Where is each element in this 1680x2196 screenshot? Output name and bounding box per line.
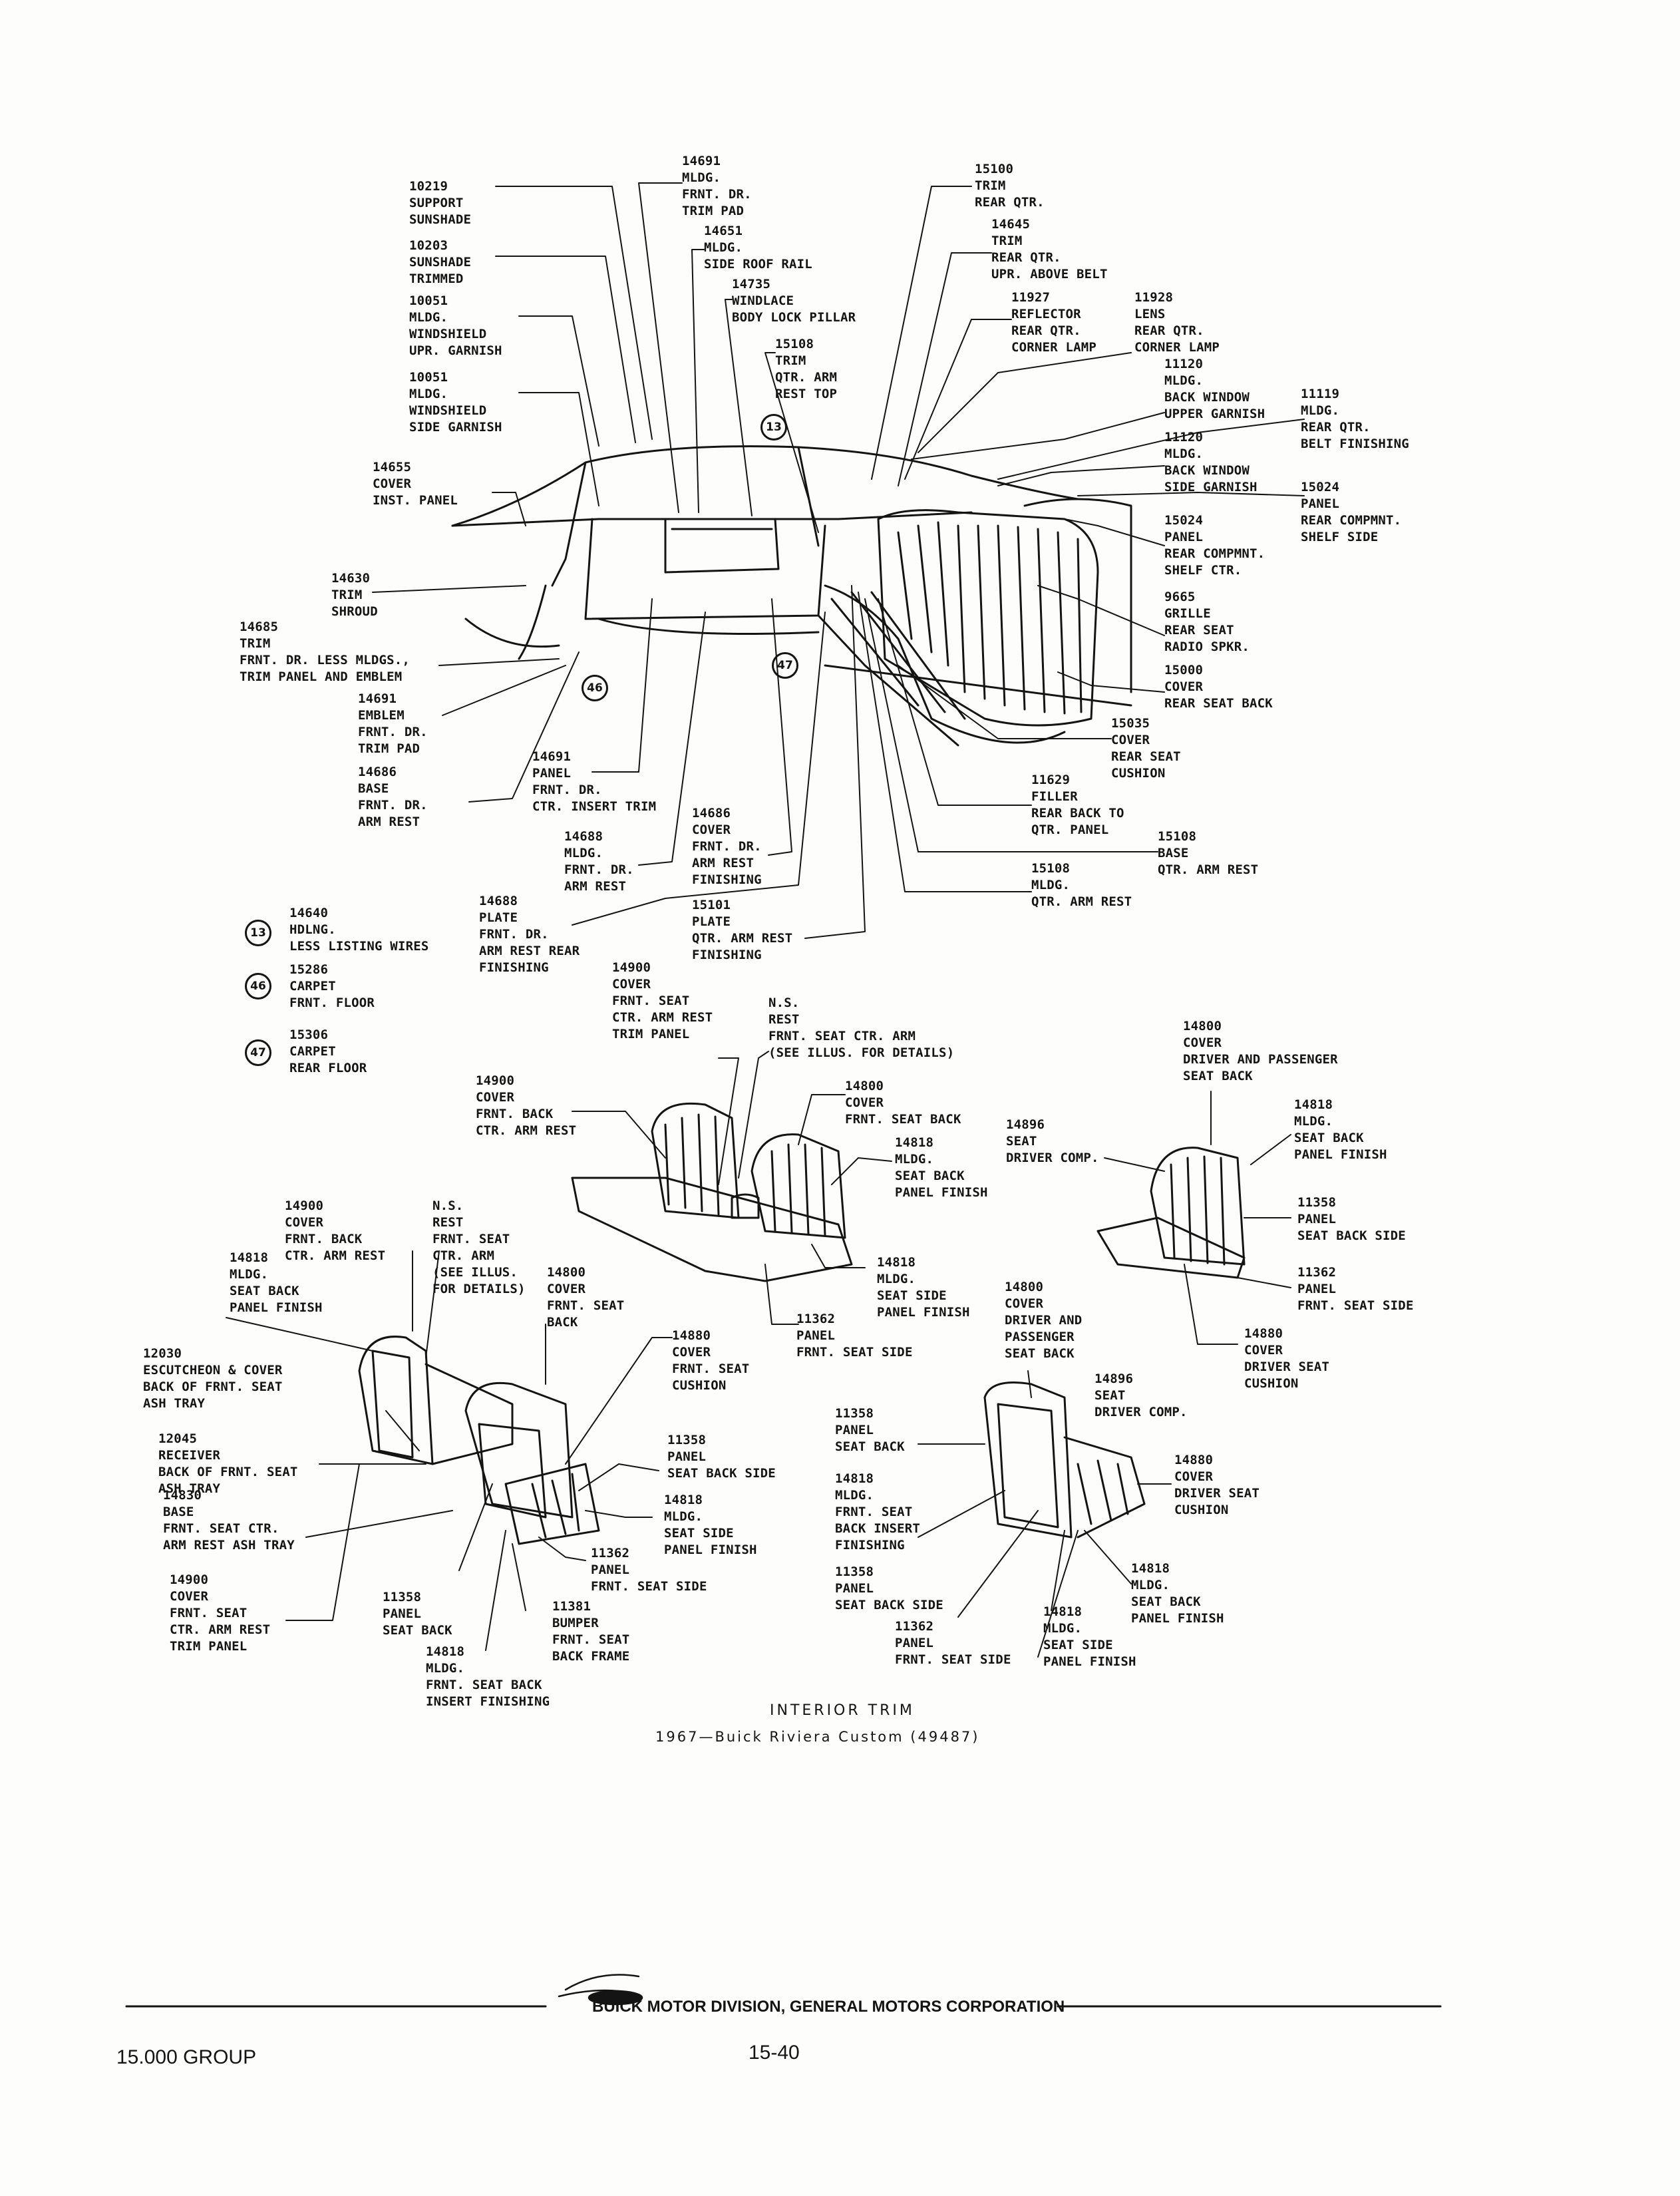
callout-c11381: 11381 BUMPER FRNT. SEAT BACK FRAME <box>552 1599 630 1664</box>
callout-c15306: 15306 CARPET REAR FLOOR <box>289 1027 367 1075</box>
leader-lines <box>226 182 1305 1658</box>
callout-c11120a: 11120 MLDG. BACK WINDOW UPPER GARNISH <box>1164 357 1265 421</box>
callout-c15101: 15101 PLATE QTR. ARM REST FINISHING <box>692 898 793 962</box>
callout-c14686b: 14686 COVER FRNT. DR. ARM REST FINISHING <box>692 806 762 887</box>
callout-cns1: N.S. REST FRNT. SEAT CTR. ARM (SEE ILLUS… <box>768 996 955 1060</box>
callout-c14651: 14651 MLDG. SIDE ROOF RAIL <box>704 224 812 272</box>
callout-c10203: 10203 SUNSHADE TRIMMED <box>409 238 472 286</box>
callout-c11358e: 11358 PANEL SEAT BACK SIDE <box>835 1564 943 1612</box>
callout-c14688a: 14688 MLDG. FRNT. DR. ARM REST <box>564 829 634 894</box>
callout-c14818e: 14818 MLDG. FRNT. SEAT BACK INSERT FINIS… <box>426 1644 550 1709</box>
callout-c10051b: 10051 MLDG. WINDSHIELD SIDE GARNISH <box>409 370 502 435</box>
callout-c14688b: 14688 PLATE FRNT. DR. ARM REST REAR FINI… <box>479 894 580 975</box>
callout-c15108c: 15108 MLDG. QTR. ARM REST <box>1031 861 1132 909</box>
callout-c11362c: 11362 PANEL FRNT. SEAT SIDE <box>591 1546 707 1594</box>
ref-13-legend: 13 <box>245 920 271 946</box>
callout-c12030: 12030 ESCUTCHEON & COVER BACK OF FRNT. S… <box>143 1346 283 1411</box>
ref-47-legend: 47 <box>245 1039 271 1066</box>
callout-c9665: 9665 GRILLE REAR SEAT RADIO SPKR. <box>1164 590 1250 654</box>
callout-c14818c: 14818 MLDG. SEAT BACK PANEL FINISH <box>230 1250 323 1315</box>
diagram-title: INTERIOR TRIM <box>770 1702 915 1719</box>
split-bench-seat-illustration <box>358 1336 600 1545</box>
callout-c14896a: 14896 SEAT DRIVER COMP. <box>1006 1117 1099 1165</box>
callout-c11927: 11927 REFLECTOR REAR QTR. CORNER LAMP <box>1011 290 1097 355</box>
callout-c15108a: 15108 TRIM QTR. ARM REST TOP <box>775 337 838 401</box>
split-seat-right-illustration <box>983 1381 1146 1539</box>
callout-c11358b: 11358 PANEL SEAT BACK <box>383 1590 452 1638</box>
callout-c15024a: 15024 PANEL REAR COMPMNT. SHELF SIDE <box>1301 480 1402 544</box>
callout-c14900c: 14900 COVER FRNT. BACK CTR. ARM REST <box>285 1198 386 1263</box>
callout-c11362d: 11362 PANEL FRNT. SEAT SIDE <box>895 1619 1011 1667</box>
callout-c14818f: 14818 MLDG. SEAT SIDE PANEL FINISH <box>664 1493 757 1557</box>
callout-c15035: 15035 COVER REAR SEAT CUSHION <box>1111 716 1181 781</box>
callout-c14818i: 14818 MLDG. SEAT SIDE PANEL FINISH <box>1043 1604 1136 1669</box>
callout-c14800a: 14800 COVER DRIVER AND PASSENGER SEAT BA… <box>1183 1019 1338 1083</box>
callout-c14880c: 14880 COVER DRIVER SEAT CUSHION <box>1174 1453 1260 1517</box>
group-label: 15.000 GROUP <box>116 2046 257 2068</box>
callout-c11362a: 11362 PANEL FRNT. SEAT SIDE <box>1297 1265 1414 1313</box>
callout-c14691b: 14691 EMBLEM FRNT. DR. TRIM PAD <box>358 691 428 756</box>
gm-logo-mark <box>558 1974 643 2006</box>
callout-c14630: 14630 TRIM SHROUD <box>331 571 378 619</box>
callout-cns2: N.S. REST FRNT. SEAT CTR. ARM (SEE ILLUS… <box>432 1198 526 1296</box>
callout-c14640: 14640 HDLNG. LESS LISTING WIRES <box>289 906 429 954</box>
page-number: 15-40 <box>749 2042 800 2064</box>
callout-c11629: 11629 FILLER REAR BACK TO QTR. PANEL <box>1031 773 1124 837</box>
callout-c14818h: 14818 MLDG. SEAT BACK PANEL FINISH <box>1131 1561 1224 1626</box>
diagram-subtitle: 1967—Buick Riviera Custom (49487) <box>655 1729 980 1745</box>
callout-c14800d: 14800 COVER DRIVER AND PASSENGER SEAT BA… <box>1005 1280 1083 1361</box>
front-bench-seat-illustration <box>571 1102 853 1282</box>
callout-c11358d: 11358 PANEL SEAT BACK <box>835 1406 905 1454</box>
callout-c14655: 14655 COVER INST. PANEL <box>373 460 458 508</box>
callout-c15000: 15000 COVER REAR SEAT BACK <box>1164 663 1273 711</box>
callout-c15286: 15286 CARPET FRNT. FLOOR <box>289 962 375 1010</box>
ref-47-car: 47 <box>772 652 798 679</box>
callout-c14686a: 14686 BASE FRNT. DR. ARM REST <box>358 765 428 829</box>
callout-c15100: 15100 TRIM REAR QTR. <box>975 162 1045 210</box>
callout-c14880a: 14880 COVER DRIVER SEAT CUSHION <box>1244 1326 1330 1391</box>
driver-bucket-seat-illustration <box>1096 1147 1246 1279</box>
callout-c11358a: 11358 PANEL SEAT BACK SIDE <box>1297 1195 1406 1243</box>
callout-c14818a: 14818 MLDG. SEAT BACK PANEL FINISH <box>895 1135 988 1200</box>
callout-c14685: 14685 TRIM FRNT. DR. LESS MLDGS., TRIM P… <box>240 620 411 684</box>
callout-c14691a: 14691 MLDG. FRNT. DR. TRIM PAD <box>682 154 752 218</box>
callout-c14900a: 14900 COVER FRNT. SEAT CTR. ARM REST TRI… <box>612 960 713 1041</box>
callout-c14900d: 14900 COVER FRNT. SEAT CTR. ARM REST TRI… <box>170 1572 271 1654</box>
ref-13-car: 13 <box>760 414 787 441</box>
callout-c11362b: 11362 PANEL FRNT. SEAT SIDE <box>796 1312 913 1360</box>
callout-c11928: 11928 LENS REAR QTR. CORNER LAMP <box>1134 290 1220 355</box>
ref-46-car: 46 <box>582 675 608 701</box>
callout-c15024b: 15024 PANEL REAR COMPMNT. SHELF CTR. <box>1164 513 1265 578</box>
division-footer: BUICK MOTOR DIVISION, GENERAL MOTORS COR… <box>592 1998 1065 2016</box>
callout-c14880b: 14880 COVER FRNT. SEAT CUSHION <box>672 1328 750 1393</box>
callout-c14735: 14735 WINDLACE BODY LOCK PILLAR <box>732 277 856 325</box>
callout-c14818b: 14818 MLDG. SEAT BACK PANEL FINISH <box>1294 1097 1387 1162</box>
callout-c14645: 14645 TRIM REAR QTR. UPR. ABOVE BELT <box>991 217 1108 281</box>
callout-c10219: 10219 SUPPORT SUNSHADE <box>409 179 472 227</box>
rear-seat-illustration <box>824 509 1099 744</box>
callout-c14691c: 14691 PANEL FRNT. DR. CTR. INSERT TRIM <box>532 749 657 814</box>
callout-c14818g: 14818 MLDG. FRNT. SEAT BACK INSERT FINIS… <box>835 1471 921 1553</box>
ref-46-legend: 46 <box>245 973 271 1000</box>
callout-c10051a: 10051 MLDG. WINDSHIELD UPR. GARNISH <box>409 293 502 358</box>
callout-c14818d: 14818 MLDG. SEAT SIDE PANEL FINISH <box>877 1255 970 1320</box>
callout-c14800c: 14800 COVER FRNT. SEAT BACK <box>547 1265 625 1330</box>
callout-c15108b: 15108 BASE QTR. ARM REST <box>1158 829 1259 877</box>
car-interior-illustration <box>451 445 1132 747</box>
callout-c14830: 14830 BASE FRNT. SEAT CTR. ARM REST ASH … <box>163 1488 295 1553</box>
callout-c12045: 12045 RECEIVER BACK OF FRNT. SEAT ASH TR… <box>158 1431 298 1496</box>
callout-c14900b: 14900 COVER FRNT. BACK CTR. ARM REST <box>476 1073 577 1138</box>
callout-c14800b: 14800 COVER FRNT. SEAT BACK <box>845 1079 961 1127</box>
callout-c11119: 11119 MLDG. REAR QTR. BELT FINISHING <box>1301 387 1409 451</box>
callout-c14896b: 14896 SEAT DRIVER COMP. <box>1094 1372 1188 1419</box>
callout-c11358c: 11358 PANEL SEAT BACK SIDE <box>667 1433 776 1481</box>
callout-c11120b: 11120 MLDG. BACK WINDOW SIDE GARNISH <box>1164 430 1258 494</box>
